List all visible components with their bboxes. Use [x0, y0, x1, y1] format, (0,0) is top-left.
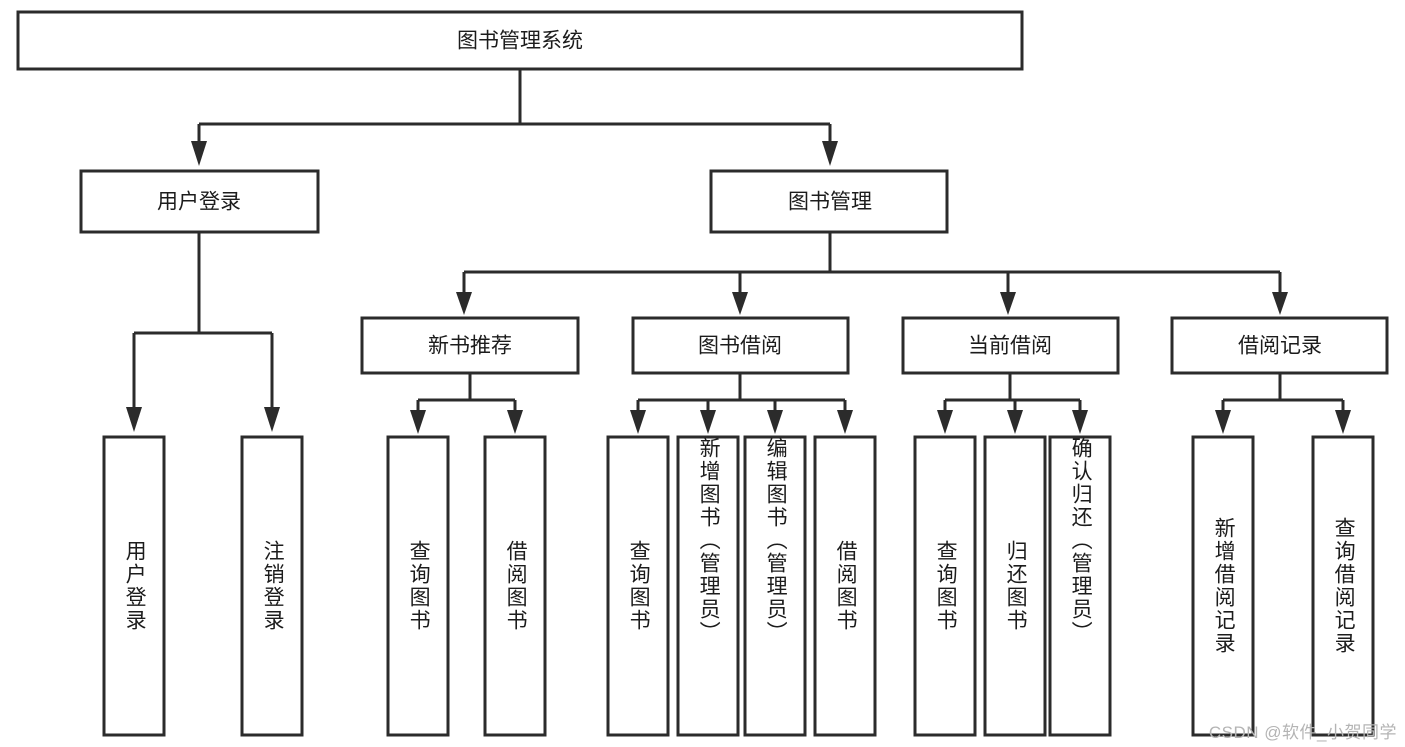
arrow-to-new-book-recommend-icon [456, 292, 472, 315]
node-book-borrow-label: 图书借阅 [698, 335, 782, 358]
node-new-book-recommend-box[interactable] [360, 316, 580, 375]
node-leaf-confirm-return-box[interactable] [1048, 435, 1112, 737]
node-borrow-record-label-box[interactable] [1170, 316, 1389, 375]
node-leaf-return-book-box[interactable] [983, 435, 1047, 737]
node-leaf-edit-book-box[interactable] [743, 435, 807, 737]
arrow-leaf-user-login-icon [126, 407, 142, 432]
node-leaf-borrow-book-bb-box[interactable] [813, 435, 877, 737]
connector-root-to-level2 [191, 69, 838, 166]
node-user-login-box[interactable] [79, 169, 320, 234]
arrow-leaf-add-book-icon [700, 410, 716, 434]
arrow-leaf-query-book-bb-icon [630, 410, 646, 434]
node-leaf-query-book-cb-box[interactable] [913, 435, 977, 737]
connector-borrow-record-to-leaves [1215, 373, 1351, 434]
node-new-book-recommend-label: 新书推荐 [428, 335, 512, 358]
node-new-book-recommend[interactable]: 新书推荐 [360, 316, 580, 375]
arrow-leaf-borrow-book-bb-icon [837, 410, 853, 434]
node-leaf-add-book-box[interactable] [676, 435, 740, 737]
node-user-login-label: 用户登录 [157, 191, 241, 214]
node-current-borrow[interactable]: 当前借阅 [901, 316, 1120, 375]
node-borrow-record-label: 借阅记录 [1238, 335, 1322, 358]
arrow-leaf-query-book-cb-icon [937, 410, 953, 434]
node-root[interactable]: 图书管理系统 [16, 10, 1024, 71]
node-book-manage[interactable]: 图书管理 [709, 169, 949, 234]
node-borrow-record[interactable]: 借阅记录 [1170, 316, 1389, 375]
arrow-leaf-edit-book-icon [767, 410, 783, 434]
arrow-to-current-borrow-icon [1000, 292, 1016, 315]
arrow-leaf-return-book-icon [1007, 410, 1023, 434]
node-leaf-query-record-box[interactable] [1311, 435, 1375, 737]
arrow-leaf-confirm-return-icon [1072, 410, 1088, 434]
node-leaf-query-book-bb-box[interactable] [606, 435, 670, 737]
connector-book-borrow-to-leaves [630, 373, 853, 434]
node-book-manage-box[interactable] [709, 169, 949, 234]
node-book-manage-label: 图书管理 [788, 191, 872, 214]
node-current-borrow-box[interactable] [901, 316, 1120, 375]
connector-book-manage-to-level3 [456, 232, 1288, 315]
arrow-leaf-logout-icon [264, 407, 280, 432]
leaf-boxes-group [102, 435, 1375, 737]
node-current-borrow-label: 当前借阅 [968, 335, 1052, 358]
arrow-leaf-query-record-icon [1335, 410, 1351, 434]
node-book-borrow[interactable]: 图书借阅 [631, 316, 850, 375]
connector-user-login-to-leaves [126, 232, 280, 432]
arrow-to-user-login-icon [191, 141, 207, 166]
arrow-to-borrow-record-icon [1272, 292, 1288, 315]
node-leaf-add-record-box[interactable] [1191, 435, 1255, 737]
arrow-to-book-manage-icon [822, 141, 838, 166]
node-root-box[interactable] [16, 10, 1024, 71]
node-leaf-logout-box[interactable] [240, 435, 304, 737]
csdn-watermark: CSDN @软件_小贺同学 [1208, 723, 1397, 742]
arrow-leaf-query-book-nb-icon [410, 410, 426, 434]
node-leaf-user-login-box[interactable] [102, 435, 166, 737]
arrow-to-book-borrow-icon [732, 292, 748, 315]
node-root-label: 图书管理系统 [457, 30, 583, 53]
connector-new-book-recommend-to-leaves [410, 373, 523, 434]
arrow-leaf-borrow-book-nb-icon [507, 410, 523, 434]
connector-current-borrow-to-leaves [937, 373, 1088, 434]
node-leaf-borrow-book-nb-box[interactable] [483, 435, 547, 737]
node-leaf-query-book-nb-box[interactable] [386, 435, 450, 737]
arrow-leaf-add-record-icon [1215, 410, 1231, 434]
node-book-borrow-box[interactable] [631, 316, 850, 375]
node-user-login[interactable]: 用户登录 [79, 169, 320, 234]
